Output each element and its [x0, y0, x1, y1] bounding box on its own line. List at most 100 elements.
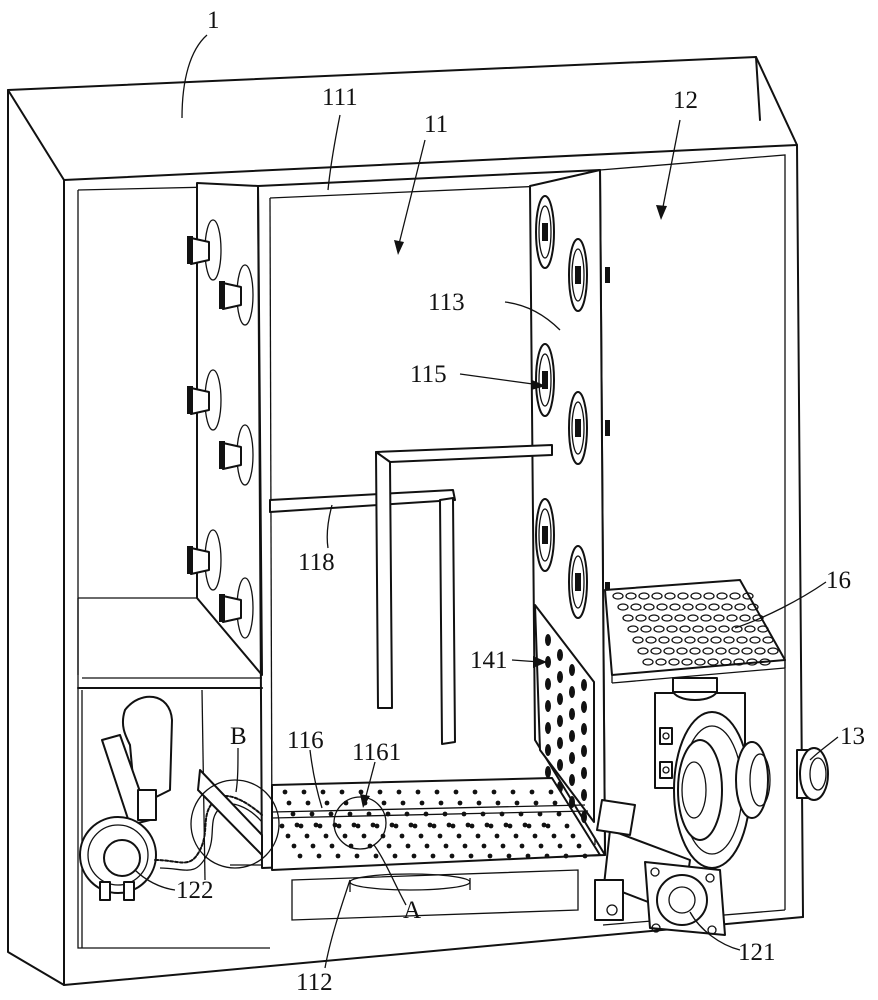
tray-hole — [481, 843, 487, 849]
shelf-hole — [731, 625, 743, 633]
tray-hole — [532, 833, 538, 839]
tray-hole — [282, 789, 288, 795]
tray-hole — [545, 823, 551, 829]
shelf-hole — [707, 658, 719, 666]
filter-hole — [581, 723, 587, 735]
nozzle — [535, 343, 555, 417]
shelf-hole — [671, 636, 683, 644]
wheel-assembly — [654, 677, 771, 869]
shelf-hole — [682, 603, 694, 611]
shelf-hole — [702, 647, 714, 655]
tray-hole — [529, 789, 535, 795]
tray-hole — [551, 833, 557, 839]
tray-hole — [291, 843, 297, 849]
filter-hole — [581, 745, 587, 757]
left-nozzle-panel — [77, 182, 263, 689]
shelf-hole — [728, 647, 740, 655]
tray-hole — [488, 823, 494, 829]
filter-hole — [581, 701, 587, 713]
tray-hole — [446, 822, 452, 828]
label-111: 111 — [322, 84, 358, 111]
shelf-hole — [746, 658, 758, 666]
nozzle — [568, 238, 588, 312]
tray-hole — [336, 823, 342, 829]
shelf-hole — [729, 592, 741, 600]
filter-hole — [545, 722, 551, 734]
tray-hole — [385, 811, 391, 817]
shelf-hole — [710, 636, 722, 644]
tray-hole — [381, 800, 387, 806]
tray-hole — [465, 822, 471, 828]
tray-hole — [484, 822, 490, 828]
tray-hole — [468, 853, 474, 859]
tray-hole — [373, 853, 379, 859]
filter-hole — [569, 752, 575, 764]
tray-hole — [310, 843, 316, 849]
shelf-hole — [663, 647, 675, 655]
shelf-hole — [692, 625, 704, 633]
shelf-hole — [723, 636, 735, 644]
tray-hole — [332, 822, 338, 828]
filter-hole — [569, 708, 575, 720]
label-11: 11 — [424, 111, 449, 138]
tray-hole — [518, 811, 524, 817]
shelf-hole — [643, 603, 655, 611]
shelf-hole — [739, 614, 751, 622]
nozzle — [568, 545, 588, 619]
tray-hole — [431, 823, 437, 829]
knob — [796, 747, 829, 801]
tray-hole — [366, 811, 372, 817]
shelf-hole — [612, 592, 624, 600]
shelf-hole — [718, 625, 730, 633]
shelf-hole — [716, 592, 728, 600]
label-13: 13 — [840, 723, 865, 750]
shelf-hole — [630, 603, 642, 611]
shelf-hole — [690, 592, 702, 600]
tray-hole — [374, 823, 380, 829]
label-121: 121 — [738, 939, 776, 966]
tray-hole — [361, 833, 367, 839]
filter-hole — [569, 774, 575, 786]
tray-hole — [537, 811, 543, 817]
tray-hole — [472, 789, 478, 795]
shelf-hole — [742, 592, 754, 600]
label-1: 1 — [207, 7, 220, 34]
tray-hole — [456, 833, 462, 839]
shelf-hole — [669, 603, 681, 611]
tray-hole — [510, 789, 516, 795]
label-122: 122 — [176, 877, 214, 904]
tray-hole — [430, 853, 436, 859]
shelf-hole — [627, 625, 639, 633]
nozzle — [219, 424, 254, 486]
shelf-hole — [625, 592, 637, 600]
shelf-hole — [664, 592, 676, 600]
tray-hole — [457, 800, 463, 806]
tray-hole — [396, 789, 402, 795]
shelf-hole — [684, 636, 696, 644]
tray-hole — [418, 833, 424, 839]
tray-hole — [582, 853, 588, 859]
label-113: 113 — [428, 289, 465, 316]
shelf-hole — [687, 614, 699, 622]
tray-hole — [533, 800, 539, 806]
tray-holes — [279, 789, 588, 859]
filter-hole — [557, 759, 563, 771]
tray-hole — [475, 833, 481, 839]
tray-hole — [389, 822, 395, 828]
label-118: 118 — [298, 549, 335, 576]
tray-hole — [519, 843, 525, 849]
shelf-hole — [645, 636, 657, 644]
tray-hole — [443, 843, 449, 849]
filter-hole — [545, 766, 551, 778]
bolt — [605, 420, 610, 436]
tray-hole — [503, 822, 509, 828]
hanging-rod — [269, 444, 553, 745]
tray-hole — [285, 833, 291, 839]
tray-hole — [556, 811, 562, 817]
shelf-hole — [700, 614, 712, 622]
shelf-hole — [681, 658, 693, 666]
shelf-hole — [655, 658, 667, 666]
tray-hole — [438, 800, 444, 806]
shelf-hole — [708, 603, 720, 611]
